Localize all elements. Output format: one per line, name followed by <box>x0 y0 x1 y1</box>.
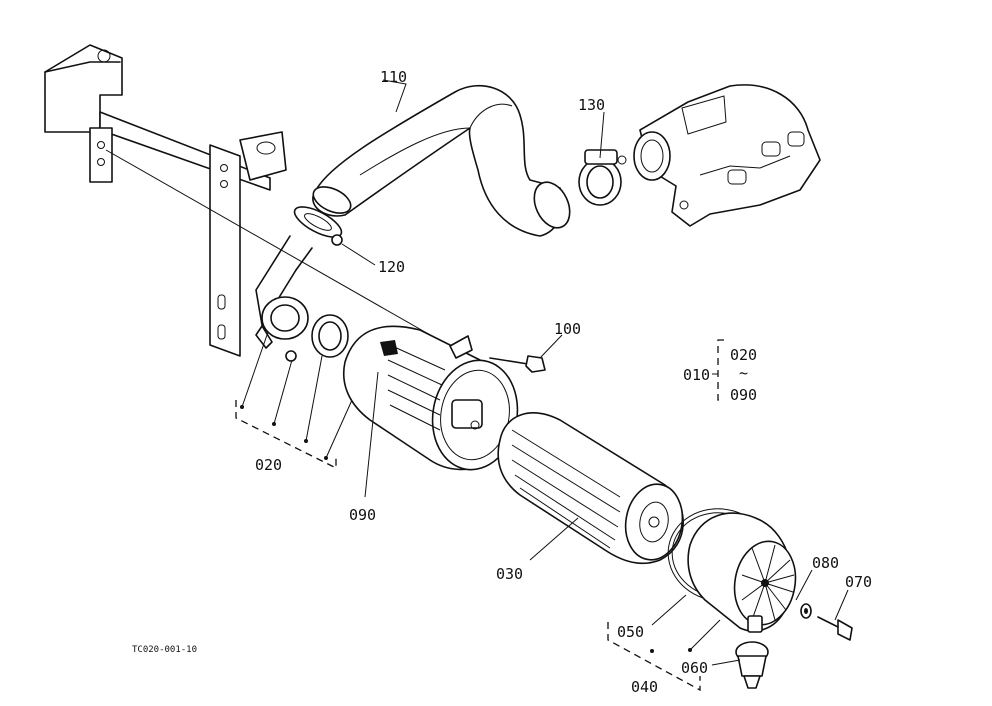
washer-080 <box>800 603 812 619</box>
callout-090: 090 <box>349 506 376 524</box>
callout-120: 120 <box>378 258 405 276</box>
kit-bracket-020 <box>235 400 337 470</box>
callout-080: 080 <box>812 554 839 572</box>
callout-090-range: 090 <box>730 386 757 404</box>
end-cover-040 <box>687 512 797 633</box>
evacuator-valve-060 <box>735 641 769 689</box>
kit-bracket-010 <box>712 339 724 401</box>
callout-030: 030 <box>496 565 523 583</box>
callout-130: 130 <box>578 96 605 114</box>
callout-050: 050 <box>617 623 644 641</box>
callout-range-separator: ~ <box>739 364 748 382</box>
mount-band-020 <box>255 296 349 362</box>
callout-040: 040 <box>631 678 658 696</box>
callout-060: 060 <box>681 659 708 677</box>
callout-020: 020 <box>255 456 282 474</box>
callout-110: 110 <box>380 68 407 86</box>
drawing-code: TC020-001-10 <box>132 645 197 655</box>
callout-070: 070 <box>845 573 872 591</box>
hose-clamp-130 <box>578 149 627 206</box>
callout-010: 010 <box>683 366 710 384</box>
wing-bolt-070 <box>817 616 853 641</box>
callout-020-range: 020 <box>730 346 757 364</box>
filter-element-030 <box>497 412 684 565</box>
intake-manifold <box>633 84 821 227</box>
intake-hose-110 <box>312 84 571 237</box>
callout-100: 100 <box>554 320 581 338</box>
leader-lines <box>240 79 849 666</box>
mounting-bracket <box>44 44 461 357</box>
